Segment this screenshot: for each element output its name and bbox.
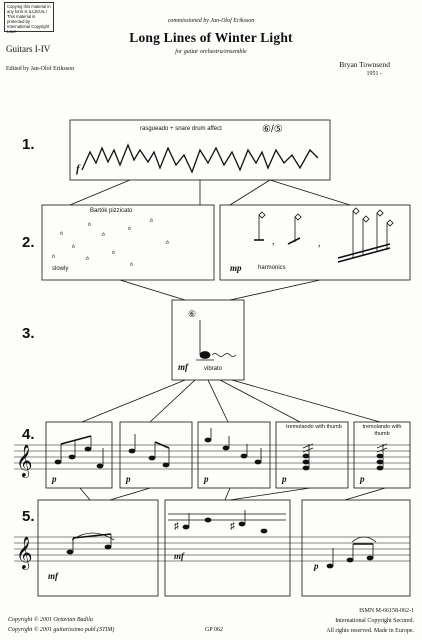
piece-title: Long Lines of Winter Light — [129, 30, 293, 45]
dynamic-mf: mf — [178, 362, 188, 372]
connector-line — [149, 379, 196, 423]
slowly-label: slowly — [52, 266, 69, 272]
dynamic-mf: mf — [174, 551, 184, 561]
connector-line — [79, 487, 91, 501]
section-number-1: 1. — [22, 136, 35, 153]
composer-name: Bryan Townsend — [339, 60, 390, 69]
connector-line — [81, 379, 186, 423]
ismn: ISMN M-66158-062-1 — [359, 608, 414, 614]
connector-line — [229, 487, 311, 501]
vibrato-label: vibrato — [204, 366, 223, 372]
dynamic-p: p — [204, 474, 209, 484]
copyright-line-2: Copyright © 2001 guitarissimo publ.(STIM… — [8, 627, 115, 633]
tremolando-label: tremolando with thumb — [362, 424, 402, 437]
dynamic-mf: mf — [48, 571, 58, 581]
connector-line — [231, 379, 381, 423]
rights-line-2: All rights reserved. Made in Europe. — [326, 628, 414, 634]
svg-text:ó: ó — [150, 218, 153, 224]
section-5-box-1 — [37, 499, 159, 597]
connector-line — [344, 487, 386, 501]
instrumentation: Guitars I-IV — [6, 44, 51, 54]
connector-line — [229, 279, 321, 301]
section-5-notes: ♯ ♯ — [66, 510, 377, 569]
copyright-line: International Copyright Law! — [7, 24, 50, 34]
copyright-line-1: Copyright © 2001 Octavian Badila — [8, 617, 93, 623]
svg-text:ó: ó — [130, 262, 133, 268]
dynamic-p: p — [282, 474, 287, 484]
rights-line-1: International Copyright Secured. — [335, 618, 414, 624]
copyright-line: This material is protected by — [7, 14, 36, 24]
section-2-left-box — [41, 204, 215, 281]
page-code: GP 062 — [205, 627, 223, 633]
tremolando-label: tremolando with thumb — [286, 424, 342, 430]
svg-text:ó: ó — [102, 232, 105, 238]
svg-text:♯: ♯ — [174, 521, 179, 532]
harmonic-notes: , , — [254, 207, 394, 263]
dynamic-p: p — [360, 474, 365, 484]
svg-text:ó: ó — [166, 240, 169, 246]
copyright-warning-box: Copying this material in any form is ILL… — [4, 2, 54, 34]
treble-clef-icon: 𝄞 — [16, 537, 33, 570]
treble-clef-icon: 𝄞 — [16, 445, 33, 478]
section-4-box-2 — [119, 421, 193, 489]
connector-line — [224, 487, 231, 501]
connector-line — [207, 379, 229, 423]
dynamic-p: p — [126, 474, 131, 484]
section-2-right-box — [219, 204, 411, 281]
dynamic-mp: mp — [230, 263, 242, 273]
section-4-box-3 — [197, 421, 271, 489]
connector-line — [269, 179, 351, 206]
rasgueado-instruction: rasgueado + snare drum affect — [140, 126, 222, 132]
section-number-5: 5. — [22, 508, 35, 525]
svg-text:ó: ó — [52, 254, 55, 260]
svg-text:ó: ó — [72, 244, 75, 250]
section-number-2: 2. — [22, 234, 35, 251]
piece-subtitle: for guitar orchestra/ensemble — [175, 49, 247, 55]
copyright-line: Copying this material in — [7, 4, 51, 9]
svg-text:ó: ó — [112, 250, 115, 256]
section-4-box-5 — [353, 421, 411, 489]
editor-credit: Edited by Jan-Olof Eriksson — [6, 66, 75, 72]
staff-section-5 — [14, 536, 410, 562]
copyright-line: any form is ILLEGAL! — [7, 9, 47, 14]
section-4-box-4 — [275, 421, 349, 489]
svg-text:ó: ó — [88, 222, 91, 228]
pizzicato-notes: ó ó ó ó ó ó ó ó ó ó ó — [52, 218, 169, 268]
section-5-box-2 — [164, 499, 291, 597]
section-4-notes — [54, 428, 388, 471]
section-number-4: 4. — [22, 426, 35, 443]
section-number-3: 3. — [22, 325, 35, 342]
svg-text:,: , — [272, 236, 275, 247]
dynamic-p: p — [314, 561, 319, 571]
section-4-box-1 — [45, 421, 113, 489]
svg-text:♯: ♯ — [230, 521, 235, 532]
section-5-box-3 — [301, 499, 411, 597]
connector-line — [229, 179, 271, 206]
svg-text:ó: ó — [86, 256, 89, 262]
staff-section-4 — [14, 444, 410, 470]
connector-line — [69, 179, 131, 206]
rasgueado-zigzag — [81, 143, 319, 174]
dynamic-p: p — [52, 474, 57, 484]
svg-text:ó: ó — [128, 226, 131, 232]
composer-year: 1951 - — [366, 71, 383, 77]
vibrato-note — [196, 320, 237, 361]
string-six-indicator: ⑥ — [188, 309, 197, 319]
dynamic-f: f — [76, 163, 80, 175]
connector-line — [119, 279, 186, 301]
bartok-pizzicato-label: Bartók pizzicato — [90, 208, 133, 214]
string-indicator: ⑥/⑤ — [262, 124, 283, 135]
connector-line — [219, 379, 301, 423]
svg-text:,: , — [318, 238, 321, 249]
commission-note: commissioned by Jan-Olof Eriksson — [167, 18, 255, 24]
harmonics-label: harmonics — [258, 265, 286, 271]
connector-line — [109, 487, 151, 501]
svg-text:ó: ó — [60, 231, 63, 237]
